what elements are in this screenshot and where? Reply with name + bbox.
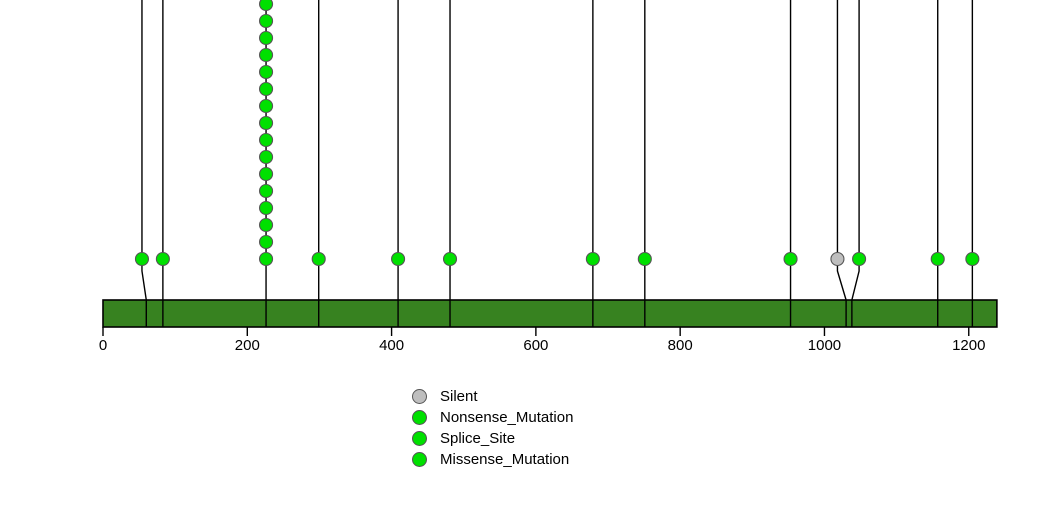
- mutation-marker[interactable]: [783, 251, 798, 267]
- axis-tick-layer: [102, 327, 970, 336]
- axis-tick-label-600: 600: [523, 337, 549, 354]
- axis-tick-label-1000: 1000: [807, 337, 842, 354]
- legend-label: Nonsense_Mutation: [440, 409, 574, 426]
- mutation-marker[interactable]: [258, 166, 274, 182]
- mutation-marker[interactable]: [442, 251, 458, 267]
- mutation-marker[interactable]: [311, 251, 326, 267]
- legend-item-nonsense_mutation[interactable]: Nonsense_Mutation: [412, 407, 672, 428]
- mutation-marker[interactable]: [258, 64, 274, 80]
- lollipop-stem: [141, 0, 147, 327]
- mutation-marker[interactable]: [258, 149, 274, 165]
- mutation-marker[interactable]: [258, 115, 274, 131]
- legend-swatch-icon: [412, 389, 427, 404]
- legend-swatch-icon: [412, 410, 427, 425]
- lollipop-stem: [851, 0, 860, 327]
- protein-backbone-layer: [102, 299, 998, 328]
- mutation-marker[interactable]: [258, 30, 274, 46]
- mutation-marker[interactable]: [852, 251, 867, 267]
- legend-label: Splice_Site: [440, 430, 516, 447]
- axis-tick-label-400: 400: [379, 337, 405, 354]
- legend-item-silent[interactable]: Silent: [412, 386, 672, 407]
- legend-item-splice_site[interactable]: Splice_Site: [412, 428, 672, 449]
- mutation-marker[interactable]: [258, 251, 274, 267]
- axis-tick-label-200: 200: [234, 337, 260, 354]
- mutation-marker[interactable]: [259, 0, 274, 12]
- legend-label: Missense_Mutation: [440, 451, 570, 468]
- mutation-marker[interactable]: [930, 251, 945, 267]
- markers-layer: [134, 0, 980, 267]
- legend-item-missense_mutation[interactable]: Missense_Mutation: [412, 449, 672, 470]
- mutation-marker[interactable]: [258, 47, 274, 63]
- mutation-marker[interactable]: [155, 251, 170, 267]
- axis-tick-label-800: 800: [667, 337, 693, 354]
- axis-tick-label-0: 0: [98, 337, 108, 354]
- mutation-marker[interactable]: [965, 251, 980, 267]
- mutation-marker[interactable]: [391, 251, 406, 267]
- mutation-marker[interactable]: [585, 251, 600, 267]
- legend-swatch-icon: [412, 452, 427, 467]
- mutation-marker[interactable]: [637, 251, 652, 267]
- mutation-marker[interactable]: [258, 200, 274, 216]
- mutation-marker[interactable]: [258, 98, 274, 114]
- mutation-marker[interactable]: [134, 251, 150, 267]
- axis-tick-label-1200: 1200: [952, 337, 986, 354]
- mutation-marker[interactable]: [258, 13, 274, 29]
- mutation-marker[interactable]: [258, 183, 274, 199]
- mutation-marker[interactable]: [258, 234, 274, 250]
- mutation-marker[interactable]: [258, 81, 274, 97]
- mutation-marker[interactable]: [830, 251, 845, 267]
- mutation-marker[interactable]: [258, 132, 274, 148]
- protein-backbone-bar: [102, 299, 998, 328]
- mutation-marker[interactable]: [258, 217, 274, 233]
- legend-swatch-icon: [412, 431, 427, 446]
- legend-label: Silent: [440, 388, 478, 405]
- lollipop-stem: [836, 0, 847, 327]
